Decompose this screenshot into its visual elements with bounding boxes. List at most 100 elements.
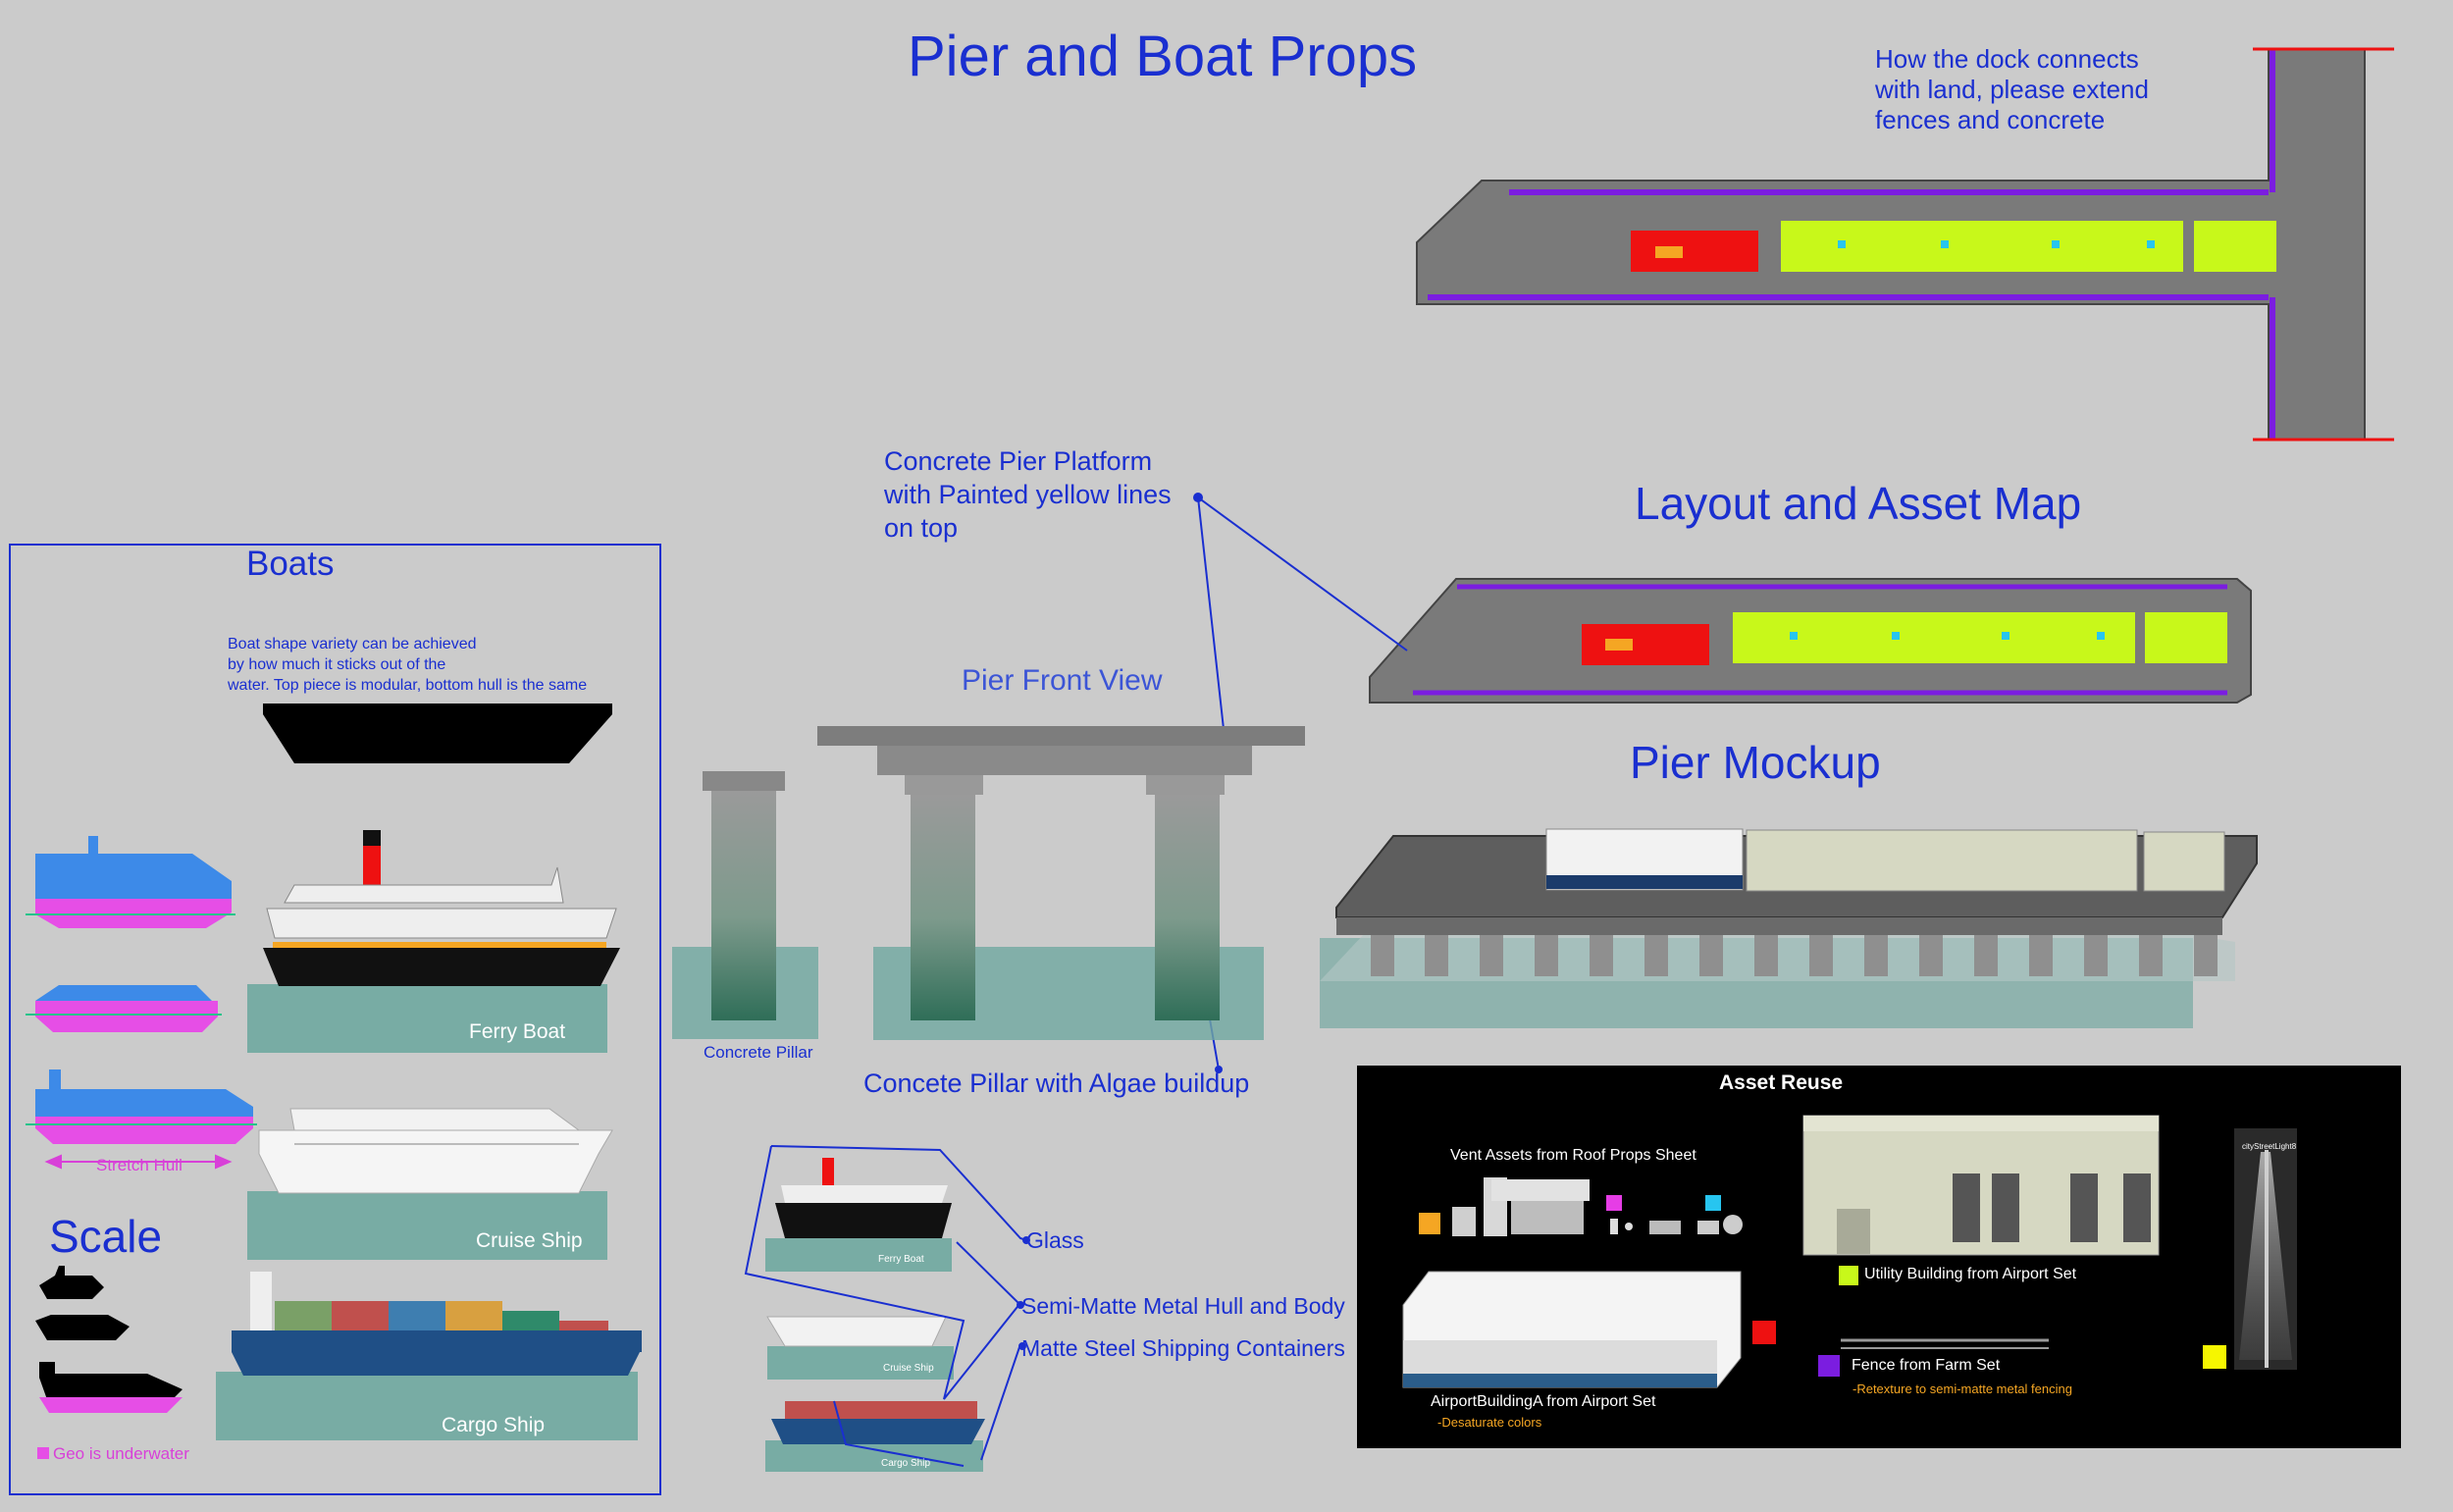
stretch-hull-label: Stretch Hull <box>96 1156 183 1174</box>
concrete-pillar <box>711 791 776 1020</box>
utility-vent-panel <box>1992 1173 2019 1242</box>
airport-building-block <box>1631 231 1758 272</box>
platform-note-line: with Painted yellow lines <box>884 480 1172 509</box>
purple-marker <box>1818 1355 1840 1377</box>
stretch-boat-1 <box>26 836 235 928</box>
asset-reuse-title: Asset Reuse <box>1719 1071 1844 1094</box>
utility-building-block <box>1733 612 2135 663</box>
mockup-deck-edge <box>1336 917 2222 935</box>
scale-cruise-silhouette <box>35 1315 130 1340</box>
platform-note: Concrete Pier Platform with Painted yell… <box>884 444 1172 545</box>
pier-front-view-title: Pier Front View <box>962 664 1163 697</box>
utility-door <box>1837 1209 1870 1254</box>
geo-note-text: Geo is underwater <box>53 1444 189 1463</box>
airport-glass-band <box>1403 1374 1717 1387</box>
cruise-ship-label: Cruise Ship <box>476 1229 583 1252</box>
boats-note: Boat shape variety can be achieved by ho… <box>228 634 587 696</box>
algae-pillar <box>911 795 975 1020</box>
vent-marker <box>2097 632 2105 640</box>
ferry-boat <box>263 830 620 986</box>
pier-mockup <box>1320 828 2258 1028</box>
water-block <box>672 947 818 1039</box>
container-material-label: Matte Steel Shipping Containers <box>1021 1335 1345 1361</box>
mockup-pillars <box>1371 935 2218 976</box>
vent-marker <box>2147 240 2155 248</box>
small-containers <box>785 1401 977 1419</box>
algae-pillar <box>1155 795 1220 1020</box>
vent-prop <box>1452 1207 1476 1236</box>
mockup-utility-building <box>2143 831 2225 892</box>
airport-building-block <box>1582 624 1709 665</box>
vent-assets-label: Vent Assets from Roof Props Sheet <box>1450 1147 1696 1164</box>
stretch-boat-2 <box>26 985 222 1032</box>
platform-note-line: Concrete Pier Platform <box>884 446 1153 476</box>
hull-material-label: Semi-Matte Metal Hull and Body <box>1021 1293 1345 1319</box>
dock-connection-note: How the dock connects with land, please … <box>1875 44 2149 135</box>
pier-front-view <box>672 726 1305 1040</box>
platform-note-line: on top <box>884 513 959 543</box>
algae-pillar-label: Concete Pillar with Algae buildup <box>863 1069 1250 1098</box>
layout-asset-map <box>1369 578 2252 704</box>
utility-building-block <box>2194 221 2276 272</box>
small-cargo-hull <box>771 1419 985 1444</box>
vent-prop <box>1511 1201 1584 1234</box>
pillar-cap <box>905 775 983 795</box>
yellow-marker <box>2203 1345 2226 1369</box>
page-title: Pier and Boat Props <box>908 25 1418 88</box>
vent-marker <box>1655 246 1683 258</box>
modular-hull <box>263 704 612 763</box>
small-ferry-hull <box>775 1203 952 1238</box>
vent-marker <box>1605 639 1633 651</box>
vent-marker <box>2052 240 2060 248</box>
mockup-airport-building <box>1545 828 1744 891</box>
boats-note-line: Boat shape variety can be achieved <box>228 636 477 652</box>
cruise-ship <box>258 1108 613 1194</box>
utility-vent-panel <box>1953 1173 1980 1242</box>
concrete-pillar-label: Concrete Pillar <box>704 1043 813 1062</box>
vent-marker <box>1790 632 1798 640</box>
vent-marker <box>1941 240 1949 248</box>
utility-building-label: Utility Building from Airport Set <box>1864 1266 2077 1282</box>
pier-deck <box>817 726 1305 746</box>
pier-mockup-title: Pier Mockup <box>1630 737 1881 788</box>
vent-prop <box>1697 1221 1719 1234</box>
water-surface <box>1320 934 2235 981</box>
orange-marker <box>1419 1213 1440 1234</box>
airport-building-front <box>1403 1340 1717 1387</box>
utility-building-block <box>1781 221 2183 272</box>
cargo-ship <box>232 1272 642 1376</box>
streetlight-beam <box>2239 1152 2292 1360</box>
boats-note-line: water. Top piece is modular, bottom hull… <box>228 677 588 694</box>
pier-beam <box>877 746 1252 775</box>
airport-building-label: AirportBuildingA from Airport Set <box>1431 1393 1656 1410</box>
vent-prop <box>1723 1215 1743 1234</box>
utility-roof <box>1803 1116 2159 1131</box>
scale-cargo-silhouette <box>39 1362 183 1405</box>
scale-ferry-silhouette <box>39 1266 104 1299</box>
streetlight-label: cityStreetLight8 <box>2242 1142 2297 1151</box>
scale-title: Scale <box>49 1211 163 1262</box>
glass-label: Glass <box>1026 1227 1084 1253</box>
layout-asset-map-title: Layout and Asset Map <box>1635 478 2082 529</box>
lime-marker <box>1839 1266 1858 1285</box>
red-marker <box>1752 1321 1776 1344</box>
water-plane <box>1320 938 2193 1028</box>
vent-marker <box>2002 632 2009 640</box>
vent-prop <box>1484 1177 1507 1236</box>
small-ferry-body <box>781 1185 948 1203</box>
vent-marker <box>1892 632 1900 640</box>
materials-diagram <box>744 1145 1030 1472</box>
magenta-marker <box>1606 1195 1622 1211</box>
magenta-square-icon <box>37 1447 49 1459</box>
dock-note-line: fences and concrete <box>1875 105 2106 134</box>
cargo-water <box>216 1372 638 1440</box>
dock-note-line: with land, please extend <box>1875 75 2149 104</box>
desaturate-note: -Desaturate colors <box>1437 1415 1542 1430</box>
utility-vent-panel <box>2070 1173 2098 1242</box>
dock-note-line: How the dock connects <box>1875 44 2139 74</box>
streetlight-pole <box>2265 1150 2269 1368</box>
ferry-small-label: Ferry Boat <box>878 1254 924 1265</box>
cruise-small-label: Cruise Ship <box>883 1363 934 1374</box>
vent-prop <box>1491 1179 1590 1201</box>
airport-building <box>1402 1271 1742 1388</box>
